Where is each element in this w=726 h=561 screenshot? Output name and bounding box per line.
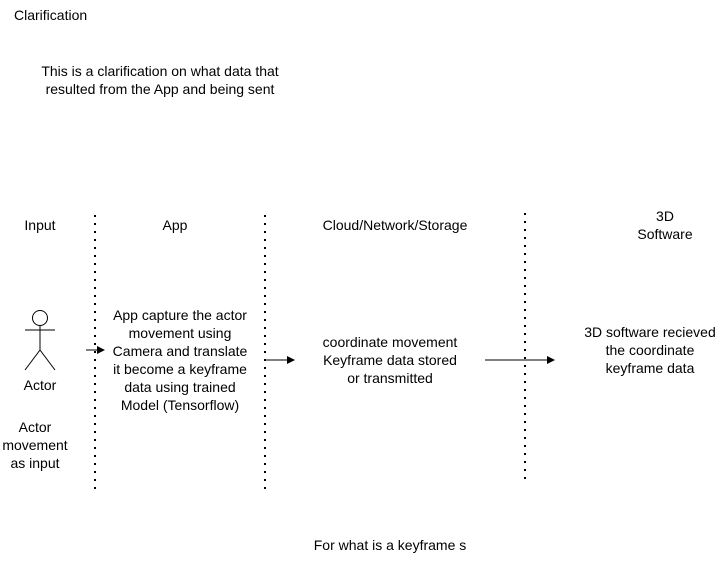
app-process-line: movement using [128, 325, 232, 341]
page-heading: Clarification [14, 7, 88, 23]
lane-title-software-line: Software [637, 226, 693, 242]
lane-title-input: Input [24, 217, 56, 233]
actor-note-line: Actor [18, 419, 52, 435]
cloud-process-text: coordinate movement Keyframe data stored… [300, 333, 480, 387]
software-process-line: keyframe data [605, 360, 695, 376]
description-line: This is a clarification on what data tha… [41, 63, 279, 79]
app-process-line: data using trained [124, 379, 236, 395]
cloud-process-line: Keyframe data stored [323, 352, 457, 368]
actor-note-line: movement [2, 437, 68, 453]
actor-note-line: as input [10, 455, 60, 471]
lane-title-software: 3D Software [615, 207, 715, 243]
app-process-line: App capture the actor [113, 307, 247, 323]
description-line: resulted from the App and being sent [45, 81, 275, 97]
cloud-process-line: or transmitted [347, 370, 433, 386]
actor-note: Actor movement as input [0, 418, 70, 472]
app-process-text: App capture the actor movement using Cam… [100, 306, 260, 414]
app-process-line: it become a keyframe [113, 361, 247, 377]
footer-note: For what is a keyframe s [313, 537, 467, 553]
software-process-line: the coordinate [605, 342, 695, 358]
app-process-line: Model (Tensorflow) [120, 397, 240, 413]
software-process-line: 3D software recieved [584, 324, 716, 340]
software-process-text: 3D software recieved the coordinate keyf… [575, 323, 725, 377]
app-process-line: Camera and translate [112, 343, 248, 359]
description-text: This is a clarification on what data tha… [10, 62, 310, 98]
lane-title-app: App [162, 217, 188, 233]
actor-figure [24, 310, 56, 371]
actor-label: Actor [23, 377, 57, 393]
lane-title-software-line: 3D [656, 208, 674, 224]
cloud-process-line: coordinate movement [322, 334, 458, 350]
lane-title-cloud: Cloud/Network/Storage [322, 217, 468, 233]
